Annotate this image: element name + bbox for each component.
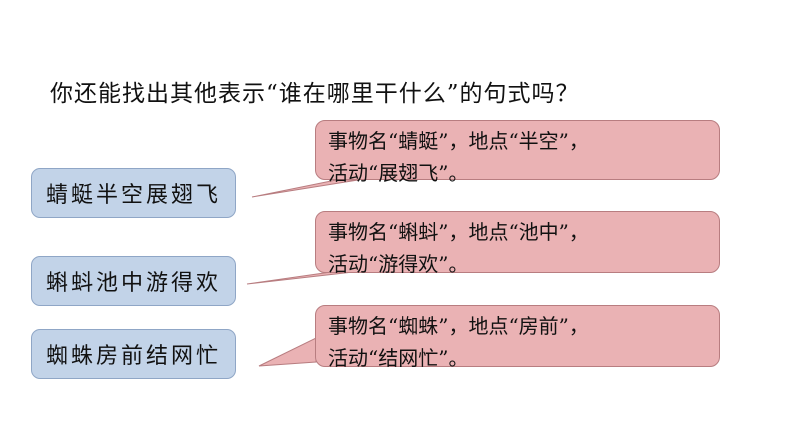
callout-tail-3 <box>258 337 317 367</box>
callout-3-line-1: 事物名“蜘蛛”，地点“房前”， <box>328 314 589 338</box>
callout-3-line-2: 活动“结网忙”。 <box>328 346 469 370</box>
question-text: 你还能找出其他表示“谁在哪里干什么”的句式吗？ <box>50 81 580 107</box>
phrase-box-3: 蜘蛛房前结网忙 <box>31 329 236 379</box>
callout-2: 事物名“蝌蚪”，地点“池中”， 活动“游得欢”。 <box>315 211 720 276</box>
callout-1-line-1: 事物名“蜻蜓”，地点“半空”， <box>328 129 589 153</box>
callout-2-line-2: 活动“游得欢”。 <box>328 252 469 276</box>
callout-1: 事物名“蜻蜓”，地点“半空”， 活动“展翅飞”。 <box>315 120 720 185</box>
callout-tail-1 <box>251 179 359 198</box>
callout-1-line-2: 活动“展翅飞”。 <box>328 161 469 185</box>
callout-3: 事物名“蜘蛛”，地点“房前”， 活动“结网忙”。 <box>315 305 720 370</box>
phrase-box-1: 蜻蜓半空展翅飞 <box>31 168 236 218</box>
callout-2-line-1: 事物名“蝌蚪”，地点“池中”， <box>328 220 589 244</box>
phrase-box-2: 蝌蚪池中游得欢 <box>31 256 236 306</box>
